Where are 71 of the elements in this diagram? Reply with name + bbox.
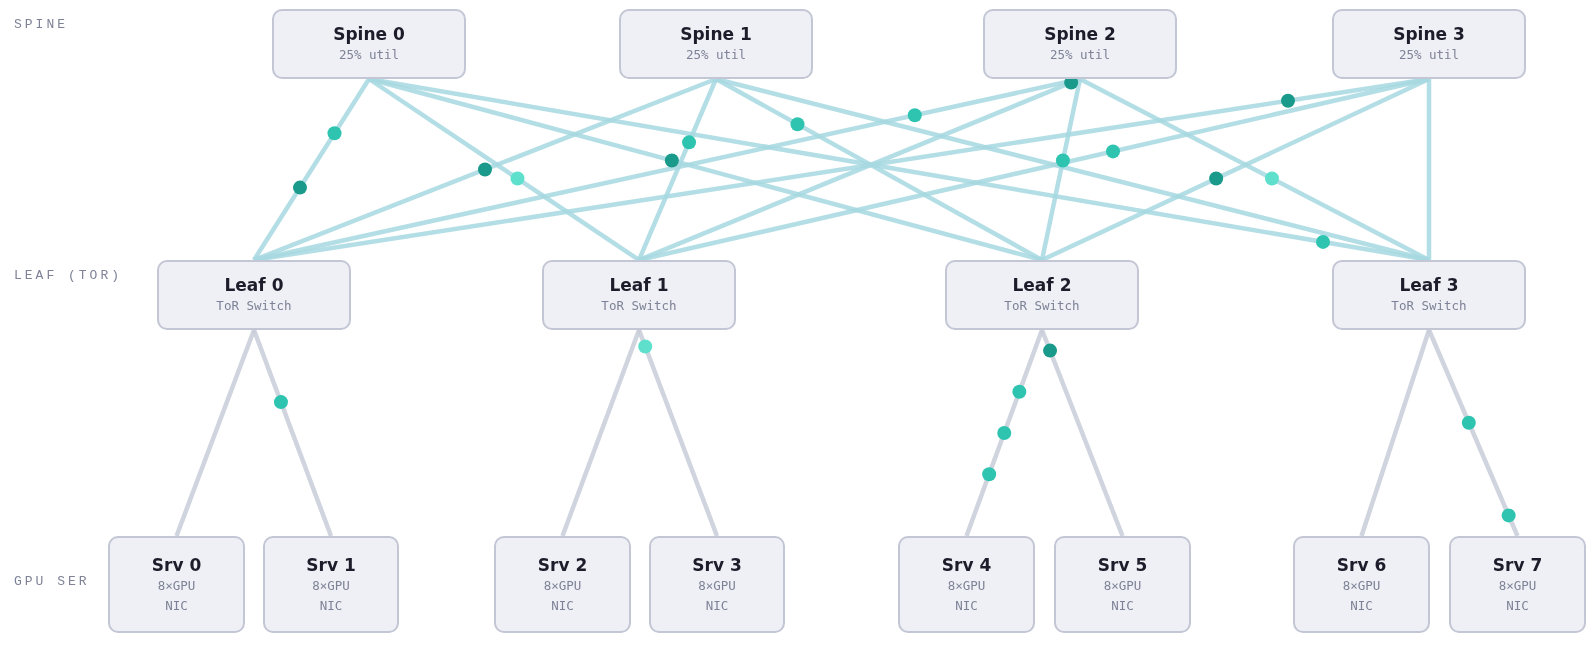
tier-label: SPINE xyxy=(14,17,68,32)
node-subtitle: 8×GPU xyxy=(157,576,196,595)
node-subtitle: 25% util xyxy=(685,46,747,64)
server-box xyxy=(649,536,785,633)
leaf-switch-box xyxy=(157,260,351,330)
server-box xyxy=(263,536,399,633)
node-subtitle: NIC xyxy=(551,596,574,615)
node-subtitle: 8×GPU xyxy=(1103,576,1142,595)
server-box xyxy=(494,536,631,633)
node-subtitle: 8×GPU xyxy=(1342,576,1381,595)
link-line xyxy=(636,78,719,261)
server-box xyxy=(108,536,245,633)
spine-switch-box xyxy=(983,9,1177,79)
node-subtitle: NIC xyxy=(319,596,343,615)
node-title: Leaf 0 xyxy=(224,274,284,296)
link-line xyxy=(560,329,642,537)
node-title: Leaf 2 xyxy=(1012,274,1072,296)
node-subtitle: 25% util xyxy=(338,46,400,64)
node-subtitle: 8×GPU xyxy=(312,576,350,595)
spine-switch-box xyxy=(1332,9,1526,79)
link-line xyxy=(1359,329,1432,537)
link-line xyxy=(964,329,1045,537)
node-title: Leaf 1 xyxy=(609,274,669,296)
link-line xyxy=(252,77,371,262)
node-subtitle: NIC xyxy=(705,596,729,615)
node-subtitle: 8×GPU xyxy=(947,576,986,595)
leaf-switch-box xyxy=(945,260,1139,330)
node-title: Srv 6 xyxy=(1336,553,1387,576)
server-box xyxy=(1449,536,1586,633)
spine-switch-box xyxy=(272,9,466,79)
node-subtitle: ToR Switch xyxy=(1004,297,1080,315)
link-line xyxy=(251,329,334,537)
leaf-switch-box xyxy=(542,260,736,330)
node-subtitle: 8×GPU xyxy=(1498,576,1537,595)
node-subtitle: NIC xyxy=(1350,596,1373,615)
node-subtitle: ToR Switch xyxy=(1391,297,1467,315)
leaf-switch-box xyxy=(1332,260,1526,330)
link-line xyxy=(636,329,720,537)
node-title: Spine 3 xyxy=(1393,23,1465,45)
node-title: Spine 2 xyxy=(1044,23,1116,45)
link-line xyxy=(1426,329,1520,537)
node-title: Srv 0 xyxy=(151,553,202,576)
node-title: Srv 3 xyxy=(692,553,742,576)
tier-label: GPU SER xyxy=(14,574,90,589)
node-subtitle: NIC xyxy=(955,596,978,615)
node-subtitle: NIC xyxy=(1506,596,1529,615)
link-line xyxy=(1039,78,1083,261)
node-subtitle: NIC xyxy=(1111,596,1134,615)
node-subtitle: 8×GPU xyxy=(698,576,736,595)
link-line xyxy=(174,329,257,537)
node-title: Srv 5 xyxy=(1097,553,1148,576)
node-title: Srv 2 xyxy=(537,553,588,576)
link-line xyxy=(1039,329,1125,537)
server-box xyxy=(898,536,1035,633)
link-line xyxy=(1426,79,1432,260)
node-subtitle: 8×GPU xyxy=(543,576,582,595)
node-title: Srv 7 xyxy=(1492,553,1543,576)
node-title: Spine 1 xyxy=(680,23,752,45)
node-subtitle: ToR Switch xyxy=(216,297,292,315)
node-title: Spine 0 xyxy=(333,23,405,45)
node-subtitle: NIC xyxy=(165,596,188,615)
server-box xyxy=(1293,536,1430,633)
node-title: Leaf 3 xyxy=(1399,274,1459,296)
node-title: Srv 4 xyxy=(941,553,992,576)
node-subtitle: 25% util xyxy=(1049,46,1111,64)
server-box xyxy=(1054,536,1191,633)
node-subtitle: ToR Switch xyxy=(601,297,677,315)
spine-switch-box xyxy=(619,9,813,79)
tier-label: LEAF (TOR) xyxy=(14,268,122,283)
node-title: Srv 1 xyxy=(306,553,356,576)
node-subtitle: 25% util xyxy=(1398,46,1460,64)
